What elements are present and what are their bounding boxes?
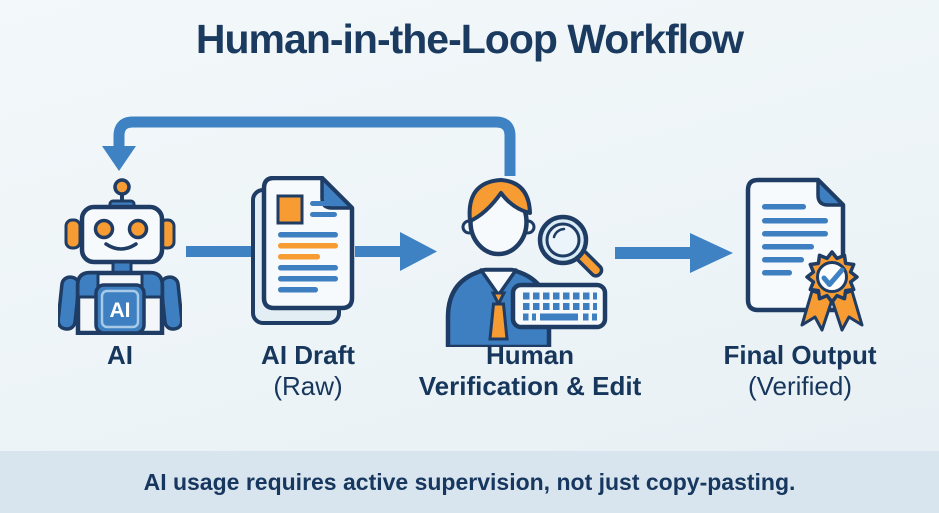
verified-document-icon bbox=[722, 176, 882, 349]
verified-seal-icon bbox=[800, 250, 864, 332]
flow-arrow-draft-to-human bbox=[355, 232, 437, 271]
footer-message: AI usage requires active supervision, no… bbox=[143, 468, 796, 495]
step-label-final-output-line1: Final Output bbox=[723, 340, 877, 370]
step-label-final-output-sub: (Verified) bbox=[747, 371, 853, 401]
step-label-ai-draft-sub: (Raw) bbox=[273, 371, 343, 401]
step-label-ai-draft-line1: AI Draft bbox=[261, 340, 355, 370]
flow-arrow-shaft-ai-to-draft bbox=[186, 246, 254, 257]
checkmark-icon bbox=[821, 267, 845, 287]
step-label-human-verification: Human Verification & Edit bbox=[390, 340, 670, 402]
draft-document-icon bbox=[248, 175, 368, 333]
step-label-final-output: Final Output (Verified) bbox=[690, 340, 910, 402]
step-label-ai-line1: AI bbox=[107, 340, 133, 370]
flow-arrow-human-to-output bbox=[615, 233, 733, 273]
page-title: Human-in-the-Loop Workflow bbox=[195, 16, 744, 62]
magnifier-icon bbox=[537, 214, 604, 278]
footer-banner: AI usage requires active supervision, no… bbox=[0, 451, 939, 513]
step-label-ai-draft: AI Draft (Raw) bbox=[218, 340, 398, 402]
robot-chest-label: AI bbox=[110, 299, 131, 322]
feedback-loop-arrow bbox=[102, 116, 516, 176]
robot-icon: AI bbox=[56, 175, 184, 340]
human-reviewer-icon bbox=[433, 167, 623, 352]
step-label-human-line1: Human bbox=[485, 340, 575, 370]
keyboard-icon bbox=[510, 282, 608, 330]
step-label-human-line2: Verification & Edit bbox=[418, 371, 642, 401]
step-label-ai: AI bbox=[60, 340, 180, 371]
